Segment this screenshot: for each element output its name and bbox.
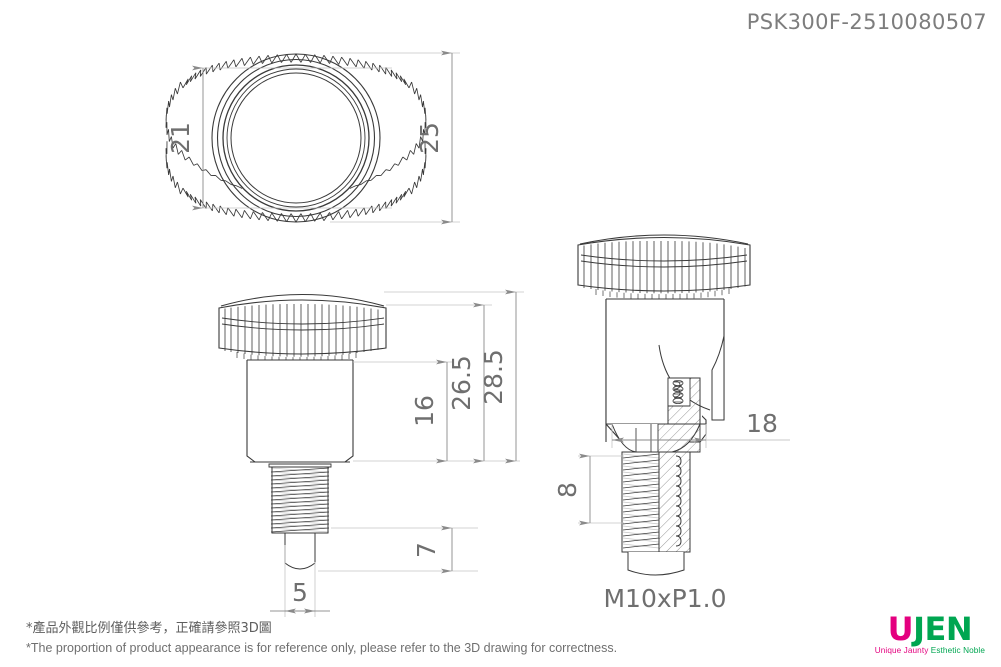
reference-note: *產品外觀比例僅供參考，正確請參照3D圖 *The proportion of … (26, 620, 617, 657)
knob-knurl-body (218, 299, 387, 355)
view-section-side (577, 234, 751, 576)
dimension-label-16: 16 (410, 395, 439, 427)
knob-face-inner-circle (230, 72, 362, 204)
section-knurl-body (577, 236, 751, 292)
part-number-title: PSK300F-2510080507 (746, 10, 987, 34)
logo-tagline: Unique Jaunty Esthetic Noble (874, 645, 985, 655)
external-thread-section (621, 451, 691, 553)
dimension-16: 16 (353, 359, 520, 464)
knurl-teeth-section (580, 241, 748, 294)
dimension-label-21: 21 (166, 122, 195, 154)
dimension-21: 21 (166, 65, 392, 211)
view-top-knob (165, 53, 427, 223)
logo-wordmark: UJEN (875, 613, 985, 645)
hex-hatch-outline (657, 423, 701, 453)
dimension-label-26-5: 26.5 (447, 355, 476, 411)
dimension-25: 25 (330, 50, 460, 225)
dimension-label-28-5: 28.5 (479, 349, 508, 405)
logo-letter-u: U (887, 609, 914, 648)
knurl-skirt-section (595, 288, 730, 300)
thread-section-front (268, 463, 332, 534)
logo-tagline-text: Unique Jaunty Esthetic Noble (874, 645, 985, 655)
internal-thread-pocket (667, 377, 691, 407)
company-logo: UJEN Unique Jaunty Esthetic Noble (875, 613, 985, 655)
dimension-26-5: 26.5 (386, 302, 492, 464)
dimension-label-25: 25 (415, 122, 444, 154)
dimension-8: 8 (553, 453, 624, 526)
knob-collar-body (246, 360, 354, 463)
dimension-28-5: 28.5 (384, 289, 524, 464)
knurl-teeth-front (221, 304, 385, 357)
view-front-elevation (218, 294, 387, 570)
dimension-label-8: 8 (553, 482, 582, 498)
section-collar-fill (606, 299, 724, 424)
note-chinese: *產品外觀比例僅供參考，正確請參照3D圖 (26, 621, 272, 637)
internal-thread-coils (672, 379, 684, 404)
note-english: *The proportion of product appearance is… (26, 640, 618, 655)
dimension-label-18: 18 (746, 409, 778, 438)
section-stem-tip (627, 552, 685, 576)
dimension-7: 7 (318, 525, 478, 574)
dimension-5: 5 (270, 545, 330, 617)
dimension-label-7: 7 (412, 542, 441, 558)
dimension-18: 18 (611, 409, 790, 448)
logo-letters-jen: JEN (913, 609, 973, 648)
hex-hatch (658, 424, 700, 452)
dimension-label-5: 5 (292, 578, 308, 607)
thread-spec-callout: M10xP1.0 (603, 584, 726, 613)
pilot-pin-front (284, 533, 316, 570)
collar-rib-section (711, 335, 725, 421)
